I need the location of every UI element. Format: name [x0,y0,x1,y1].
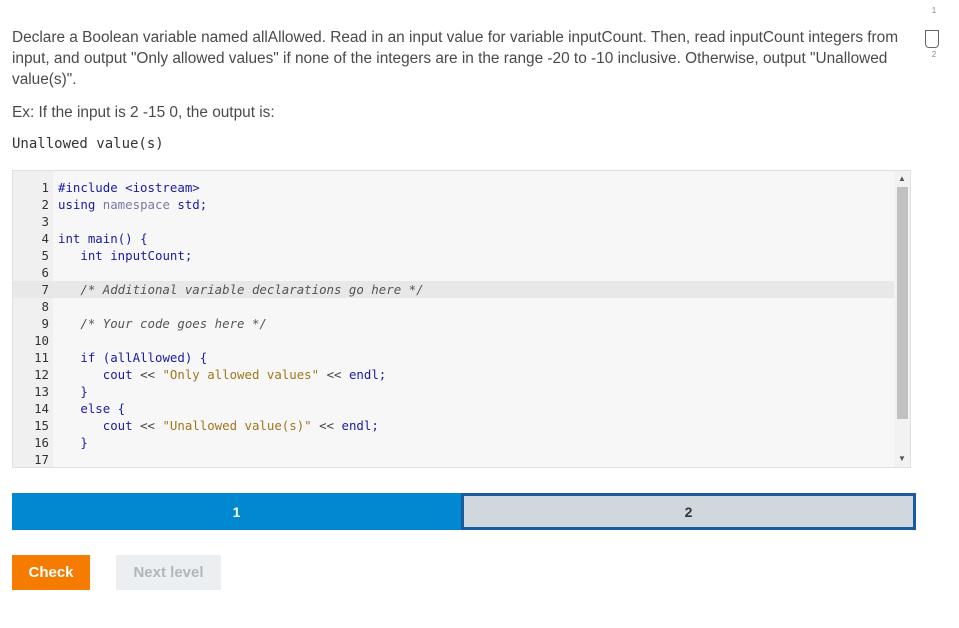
expected-output: Unallowed value(s) [12,136,164,152]
code-line[interactable]: 8 [13,298,894,315]
code-token: std; [169,197,208,212]
code-token: #include <iostream> [58,180,200,195]
editor-scrollbar[interactable]: ▲ ▼ [894,171,910,467]
code-token: /* Additional variable declarations go h… [58,282,424,297]
side-indicator-box-icon [925,30,939,48]
code-text[interactable]: using namespace std; [58,196,207,213]
code-token: cout [58,418,141,433]
line-number: 6 [41,265,49,280]
code-token: /* Your code goes here */ [58,316,267,331]
line-number: 10 [34,333,49,348]
line-number: 3 [41,214,49,229]
code-token: } [58,435,88,450]
code-text[interactable]: else { [58,400,125,417]
code-token: << [319,367,349,382]
code-line[interactable]: 7 /* Additional variable declarations go… [13,281,894,298]
code-token: (allAllowed) { [95,350,208,365]
level-1[interactable]: 1 [12,493,461,530]
level-progress-bar: 1 2 [12,493,916,530]
code-token: << [140,418,155,433]
code-token: << [311,418,342,433]
side-indicator-bottom-number: 2 [931,50,937,59]
line-number-gutter [13,171,53,467]
side-indicator-top-number: 1 [931,6,937,15]
example-text: Ex: If the input is 2 -15 0, the output … [12,104,275,121]
code-token: else [58,401,111,416]
code-text[interactable]: /* Your code goes here */ [58,315,267,332]
line-number: 1 [41,180,49,195]
scroll-thumb[interactable] [897,187,908,419]
code-line[interactable]: 6 [13,264,894,281]
code-text[interactable]: int inputCount; [58,247,192,264]
code-text[interactable]: } [58,383,88,400]
code-line[interactable]: 10 [13,332,894,349]
line-number: 4 [41,231,49,246]
line-number: 12 [34,367,49,382]
code-line[interactable]: 1 #include <iostream> [13,179,894,196]
code-line[interactable]: 12 cout << "Only allowed values" << endl… [13,366,894,383]
code-token: endl; [341,418,379,433]
line-number: 11 [34,350,49,365]
line-number: 2 [41,197,49,212]
code-token: { [110,401,126,416]
code-text[interactable]: } [58,434,88,451]
code-token: namespace [102,197,170,212]
code-token: } [58,384,88,399]
line-number: 15 [34,418,49,433]
code-token: int [58,231,81,246]
code-line[interactable]: 14 else { [13,400,894,417]
code-line[interactable]: 17 [13,451,894,467]
prompt-paragraph: Declare a Boolean variable named allAllo… [12,29,899,88]
scroll-up-arrow-icon[interactable]: ▲ [898,174,906,183]
line-number: 14 [34,401,49,416]
code-token: endl; [348,367,387,382]
code-token: main() { [80,231,148,246]
code-text[interactable]: cout << "Unallowed value(s)" << endl; [58,417,379,434]
code-text[interactable]: cout << "Only allowed values" << endl; [58,366,387,383]
code-text[interactable]: if (allAllowed) { [58,349,207,366]
code-token: "Unallowed value(s)" [154,418,312,433]
code-line[interactable]: 2 using namespace std; [13,196,894,213]
code-line[interactable]: 5 int inputCount; [13,247,894,264]
line-number: 5 [41,248,49,263]
line-number: 7 [41,282,49,297]
line-number: 16 [34,435,49,450]
scroll-down-arrow-icon[interactable]: ▼ [898,454,906,463]
prompt-text: Declare a Boolean variable named allAllo… [12,27,907,90]
next-level-button[interactable]: Next level [116,555,221,590]
code-text[interactable]: /* Additional variable declarations go h… [58,281,424,298]
code-line[interactable]: 15 cout << "Unallowed value(s)" << endl; [13,417,894,434]
check-button[interactable]: Check [12,555,90,590]
code-line[interactable]: 16 } [13,434,894,451]
code-line[interactable]: 13 } [13,383,894,400]
code-line[interactable]: 9 /* Your code goes here */ [13,315,894,332]
code-token: cout [58,367,141,382]
line-number: 13 [34,384,49,399]
code-token: inputCount; [102,248,193,263]
code-editor[interactable]: 1 #include <iostream> 2 using namespace std… [12,170,911,468]
code-token: if [58,350,96,365]
line-number: 17 [34,452,49,467]
code-text[interactable]: int main() { [58,230,148,247]
code-text[interactable]: #include <iostream> [58,179,200,196]
line-number: 9 [41,316,49,331]
code-token: using [58,197,103,212]
code-token: << [140,367,155,382]
level-2[interactable]: 2 [461,493,916,530]
line-number: 8 [41,299,49,314]
code-line[interactable]: 4 int main() { [13,230,894,247]
code-token: int [58,248,103,263]
code-line[interactable]: 3 [13,213,894,230]
code-token: "Only allowed values" [154,367,320,382]
code-line[interactable]: 11 if (allAllowed) { [13,349,894,366]
